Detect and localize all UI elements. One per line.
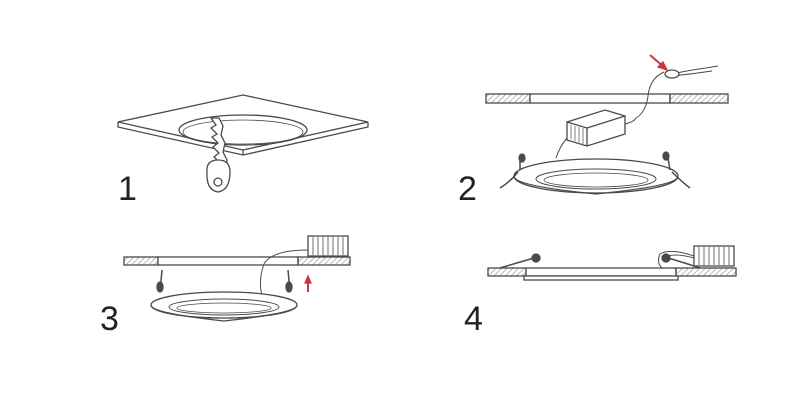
step-number-2: 2 (458, 170, 477, 208)
ceiling-right (669, 93, 729, 104)
step1-illustration (117, 94, 369, 193)
step3-illustration (123, 235, 351, 322)
ceiling-left (485, 93, 531, 104)
saw-handle-icon (206, 159, 231, 193)
ceiling-left (487, 267, 527, 277)
spring-clip-right (667, 157, 691, 189)
led-driver-box (693, 245, 735, 267)
ceiling-right (297, 256, 351, 266)
spring-clip-left (499, 160, 521, 189)
spring-clip-left (499, 257, 535, 269)
panel-light (513, 158, 679, 195)
led-driver-box (566, 109, 626, 147)
step4-illustration (487, 245, 737, 281)
step-number-1: 1 (118, 170, 137, 208)
led-driver-box (307, 235, 349, 257)
panel-light (523, 275, 679, 281)
ceiling-left (123, 256, 159, 266)
step2-illustration (485, 54, 729, 195)
step-number-4: 4 (464, 300, 483, 338)
cut-hole (178, 114, 308, 146)
step-number-3: 3 (100, 300, 119, 338)
panel-light (150, 291, 298, 322)
wire-connector (664, 69, 680, 79)
ceiling-right (675, 267, 737, 277)
